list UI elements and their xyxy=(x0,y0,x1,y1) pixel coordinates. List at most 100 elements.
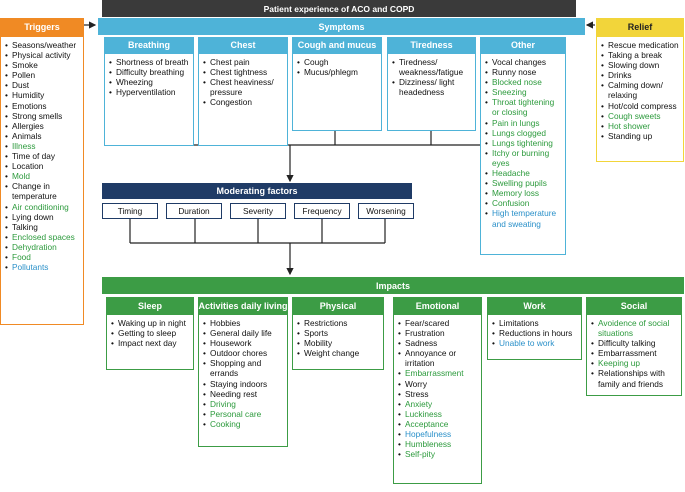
list-item: Tiredness/ weakness/fatigue xyxy=(392,57,472,77)
list-item: Avoidence of social situations xyxy=(591,318,678,338)
triggers-list-box: Seasons/weatherPhysical activitySmokePol… xyxy=(0,36,84,325)
list-item: Housework xyxy=(203,338,284,348)
list-item: Embarrassment xyxy=(591,348,678,358)
moderating-factor-timing: Timing xyxy=(102,203,158,219)
list-item: Calming down/ relaxing xyxy=(601,80,680,100)
impact-group-header-social: Social xyxy=(586,297,682,314)
impact-list: RestrictionsSportsMobilityWeight change xyxy=(293,315,383,358)
list-item: Outdoor chores xyxy=(203,348,284,358)
impacts-header: Impacts xyxy=(102,277,684,294)
list-item: Fear/scared xyxy=(398,318,478,328)
list-item: Hopefulness xyxy=(398,429,478,439)
list-item: Illness xyxy=(5,141,80,151)
impact-list: HobbiesGeneral daily lifeHouseworkOutdoo… xyxy=(199,315,287,429)
list-item: Pollutants xyxy=(5,262,80,272)
list-item: Restrictions xyxy=(297,318,380,328)
list-item: Swelling pupils xyxy=(485,178,562,188)
list-item: Runny nose xyxy=(485,67,562,77)
list-item: High temperature and sweating xyxy=(485,208,562,228)
impact-group-box-work: LimitationsReductions in hoursUnable to … xyxy=(487,314,582,360)
list-item: Weight change xyxy=(297,348,380,358)
list-item: Relationships with family and friends xyxy=(591,368,678,388)
list-item: Taking a break xyxy=(601,50,680,60)
list-item: Driving xyxy=(203,399,284,409)
list-item: Air conditioning xyxy=(5,202,80,212)
list-item: Keeping up xyxy=(591,358,678,368)
list-item: Strong smells xyxy=(5,111,80,121)
list-item: Sports xyxy=(297,328,380,338)
impact-group-header-activities-daily-living: Activities daily living xyxy=(198,297,288,314)
list-item: Pain in lungs xyxy=(485,118,562,128)
list-item: Shortness of breath xyxy=(109,57,190,67)
list-item: Stress xyxy=(398,389,478,399)
list-item: Hobbies xyxy=(203,318,284,328)
list-item: Food xyxy=(5,252,80,262)
impact-list: LimitationsReductions in hoursUnable to … xyxy=(488,315,581,348)
list-item: Chest tightness xyxy=(203,67,284,77)
list-item: Physical activity xyxy=(5,50,80,60)
moderating-header: Moderating factors xyxy=(102,183,412,199)
moderating-factor-worsening: Worsening xyxy=(358,203,414,219)
list-item: Embarrassment xyxy=(398,368,478,378)
symptom-list: Chest painChest tightnessChest heaviness… xyxy=(199,54,287,108)
list-item: Headache xyxy=(485,168,562,178)
list-item: Sadness xyxy=(398,338,478,348)
list-item: Cough xyxy=(297,57,378,67)
impact-group-header-work: Work xyxy=(487,297,582,314)
moderating-factor-duration: Duration xyxy=(166,203,222,219)
impact-list: Waking up in nightGetting to sleepImpact… xyxy=(107,315,193,348)
list-item: Cough sweets xyxy=(601,111,680,121)
impact-group-box-social: Avoidence of social situationsDifficulty… xyxy=(586,314,682,396)
list-item: Blocked nose xyxy=(485,77,562,87)
symptom-group-header-breathing: Breathing xyxy=(104,37,194,53)
list-item: Dehydration xyxy=(5,242,80,252)
list-item: Reductions in hours xyxy=(492,328,578,338)
relief-list-box: Rescue medicationTaking a breakSlowing d… xyxy=(596,36,684,162)
list-item: Waking up in night xyxy=(111,318,190,328)
list-item: Vocal changes xyxy=(485,57,562,67)
list-item: Needing rest xyxy=(203,389,284,399)
list-item: Dust xyxy=(5,80,80,90)
list-item: Talking xyxy=(5,222,80,232)
list-item: Standing up xyxy=(601,131,680,141)
list-item: Difficulty talking xyxy=(591,338,678,348)
triggers-list: Seasons/weatherPhysical activitySmokePol… xyxy=(1,37,83,272)
list-item: Wheezing xyxy=(109,77,190,87)
list-item: Personal care xyxy=(203,409,284,419)
symptom-list: Vocal changesRunny noseBlocked noseSneez… xyxy=(481,54,565,229)
list-item: Memory loss xyxy=(485,188,562,198)
moderating-factor-frequency: Frequency xyxy=(294,203,350,219)
impact-group-header-emotional: Emotional xyxy=(393,297,482,314)
list-item: Sneezing xyxy=(485,87,562,97)
relief-list: Rescue medicationTaking a breakSlowing d… xyxy=(597,37,683,141)
list-item: Change in temperature xyxy=(5,181,80,201)
symptom-group-box-breathing: Shortness of breathDifficulty breathingW… xyxy=(104,53,194,146)
list-item: Pollen xyxy=(5,70,80,80)
list-item: Chest pain xyxy=(203,57,284,67)
symptom-list: Shortness of breathDifficulty breathingW… xyxy=(105,54,193,97)
list-item: Worry xyxy=(398,379,478,389)
list-item: Location xyxy=(5,161,80,171)
symptom-group-box-other: Vocal changesRunny noseBlocked noseSneez… xyxy=(480,53,566,255)
symptom-group-header-tiredness: Tiredness xyxy=(387,37,476,53)
list-item: Itchy or burning eyes xyxy=(485,148,562,168)
list-item: Anxiety xyxy=(398,399,478,409)
list-item: Lying down xyxy=(5,212,80,222)
impact-list: Avoidence of social situationsDifficulty… xyxy=(587,315,681,389)
list-item: Seasons/weather xyxy=(5,40,80,50)
list-item: General daily life xyxy=(203,328,284,338)
list-item: Acceptance xyxy=(398,419,478,429)
symptom-group-box-tiredness: Tiredness/ weakness/fatigueDizziness/ li… xyxy=(387,53,476,131)
list-item: Hot shower xyxy=(601,121,680,131)
list-item: Allergies xyxy=(5,121,80,131)
list-item: Hyperventilation xyxy=(109,87,190,97)
list-item: Chest heaviness/ pressure xyxy=(203,77,284,97)
list-item: Self-pity xyxy=(398,449,478,459)
list-item: Hot/cold compress xyxy=(601,101,680,111)
impact-group-box-sleep: Waking up in nightGetting to sleepImpact… xyxy=(106,314,194,370)
impact-group-box-emotional: Fear/scaredFrustrationSadnessAnnoyance o… xyxy=(393,314,482,484)
list-item: Mucus/phlegm xyxy=(297,67,378,77)
impact-group-box-physical: RestrictionsSportsMobilityWeight change xyxy=(292,314,384,370)
symptom-group-header-other: Other xyxy=(480,37,566,53)
list-item: Humbleness xyxy=(398,439,478,449)
